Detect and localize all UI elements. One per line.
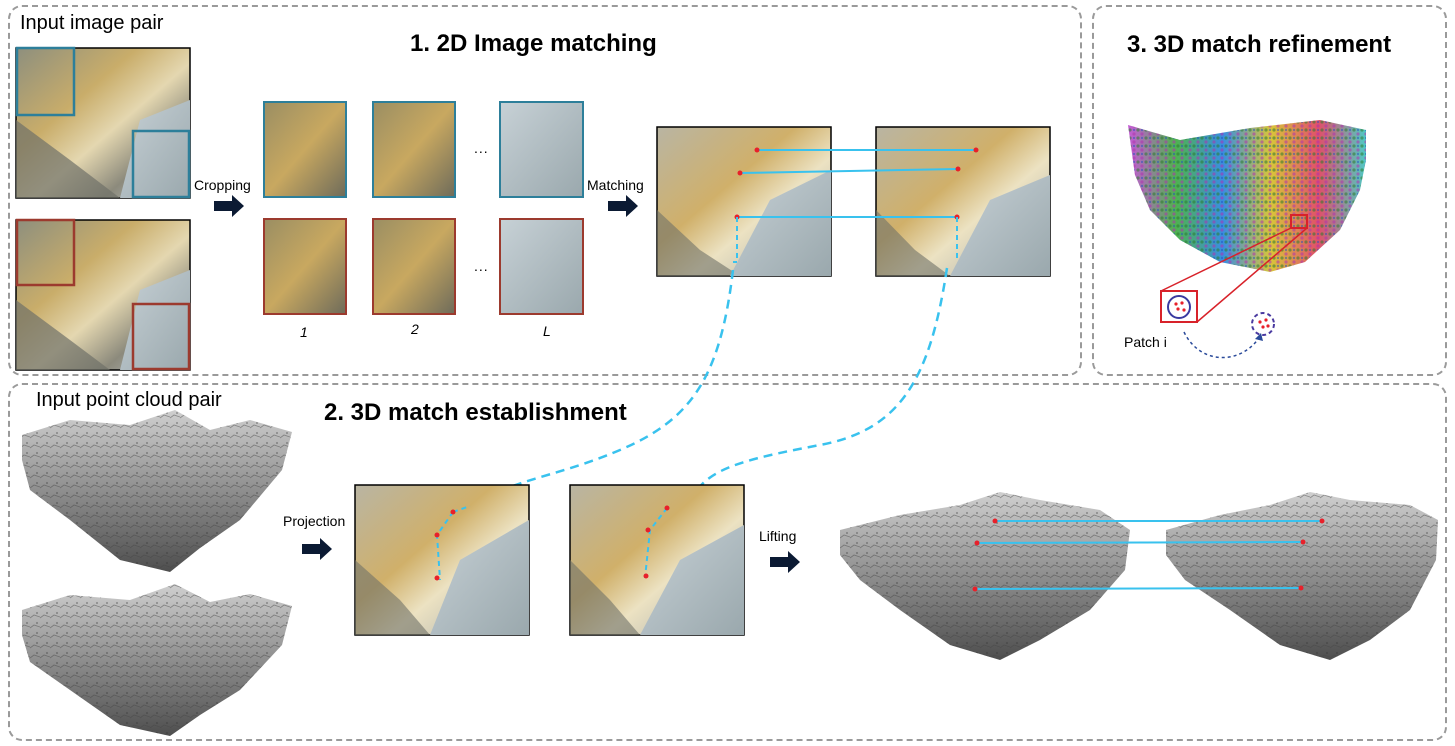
- crop-source-1: [263, 101, 347, 198]
- refined-patch-circle: [1251, 312, 1275, 336]
- point-cloud-source: [22, 410, 292, 572]
- target-crop-box: [131, 302, 191, 371]
- lifted-cloud-target: [1166, 492, 1438, 660]
- panel-3d-refinement: [1092, 5, 1447, 376]
- refinement-mesh: [1128, 120, 1366, 272]
- target-crop-box: [15, 218, 76, 287]
- crop-index-2: 2: [411, 321, 419, 337]
- crop-index-1: 1: [300, 324, 308, 340]
- lifted-cloud-source: [840, 492, 1130, 660]
- cropping-arrow: [214, 195, 244, 217]
- label-input-image-pair: Input image pair: [20, 12, 164, 34]
- panel-2d-matching: [8, 5, 1082, 376]
- source-crop-box: [131, 129, 191, 199]
- keypoints-3d: [972, 518, 1325, 592]
- input-image-target: [15, 218, 191, 371]
- patch-circle: [1167, 295, 1191, 319]
- projection-link-target: [688, 267, 949, 506]
- title-2d-matching: 1. 2D Image matching: [410, 30, 657, 57]
- lifting-arrow: [770, 551, 800, 573]
- input-image-source: [15, 46, 191, 199]
- label-patch: Patch i: [1124, 334, 1167, 350]
- panel-3d-establishment: [8, 383, 1447, 741]
- label-lifting: Lifting: [759, 528, 797, 544]
- crop-ellipsis-top: ...: [474, 140, 489, 156]
- crop-ellipsis-bottom: ...: [474, 258, 489, 274]
- projection-arrow: [302, 538, 332, 560]
- crop-source-L: [499, 101, 584, 198]
- title-3d-establishment: 2. 3D match establishment: [324, 399, 627, 426]
- crop-index-L: L: [543, 323, 551, 339]
- source-crop-box: [15, 46, 76, 117]
- crop-target-1: [263, 218, 347, 315]
- label-input-point-cloud-pair: Input point cloud pair: [36, 389, 222, 411]
- crop-target-2: [372, 218, 456, 315]
- refine-selection-box: [1290, 214, 1308, 229]
- keypoints-projected: [434, 505, 670, 581]
- title-3d-refinement: 3. 3D match refinement: [1127, 31, 1392, 58]
- match-lines-2d: [737, 149, 976, 218]
- label-projection: Projection: [283, 513, 346, 529]
- matching-arrow: [608, 195, 638, 217]
- point-cloud-target: [22, 584, 292, 736]
- crop-source-2: [372, 101, 456, 198]
- match-lines-3d: [974, 520, 1322, 590]
- label-matching: Matching: [587, 177, 644, 193]
- label-cropping: Cropping: [194, 177, 251, 193]
- refine-arrow: [1183, 331, 1260, 359]
- crop-target-L: [499, 218, 584, 315]
